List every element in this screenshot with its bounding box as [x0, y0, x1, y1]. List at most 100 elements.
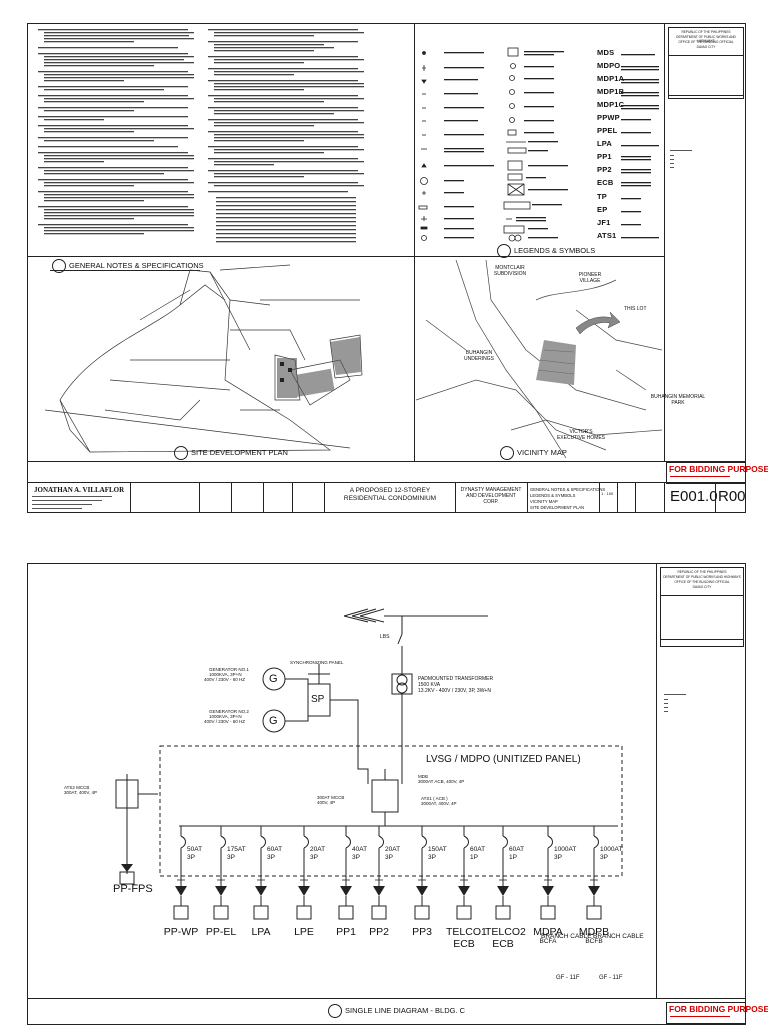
mdb-label-1: MDB [418, 774, 428, 779]
load-label: PP-EL [205, 926, 237, 938]
feeder-arrow-pp-el [215, 886, 227, 896]
feeder-arrow-lpa [255, 886, 267, 896]
block-number-circle [174, 446, 188, 460]
panel-title: LVSG / MDPO (UNITIZED PANEL) [426, 754, 581, 765]
breaker-rating: 60AT [267, 846, 283, 853]
breaker-poles: 3P [385, 854, 393, 861]
mdb-label-2: 3000AT ACB, 400V, 4P [418, 779, 465, 784]
legend-code-ats1: ATS1 [597, 231, 617, 240]
load-panel-box-pp-el [213, 905, 229, 920]
feeder-arrow-pp3 [416, 886, 428, 896]
legend-code-mdp1a: MDP1A [597, 74, 625, 83]
breaker-poles: 3P [352, 854, 360, 861]
load-panel-box-lpa [253, 905, 269, 920]
map-label-this-lot: THIS LOT [624, 306, 647, 312]
feeder-arrow-lpe [298, 886, 310, 896]
revision-notes [664, 694, 714, 724]
map-label-pioneer: PIONEER VILLAGE [578, 272, 602, 284]
site-plan-title: SITE DEVELOPMENT PLAN [174, 446, 288, 460]
ats1-label-1: ATS1 ( ACB ) [421, 796, 448, 801]
breaker-rating: 60AT [470, 846, 486, 853]
mccb-label-1: 300AT MCCB [317, 795, 345, 800]
feeder-arrow-mdpb [588, 886, 600, 896]
legend-code-mds: MDS [597, 48, 615, 57]
sheet-contents-3: VICINITY MAP [530, 499, 558, 504]
breaker-rating: 20AT [310, 846, 326, 853]
breaker-poles: 3P [187, 854, 195, 861]
load-sublabel: BCFA [539, 938, 557, 945]
legend-code-pp1: PP1 [597, 152, 612, 161]
legend-code-ppwp: PPWP [597, 113, 620, 122]
legend-code-mdp1c: MDP1C [597, 100, 625, 109]
load-label: MDPA [533, 926, 563, 938]
gen2-label-3: 400V / 230V - 60 HZ [204, 719, 246, 724]
block-number-circle [52, 259, 66, 273]
legend-code-jf1: JF1 [597, 218, 611, 227]
breaker-rating: 175AT [227, 846, 246, 853]
legend-code-pp2: PP2 [597, 165, 612, 174]
legends-symbols-panel [416, 24, 663, 256]
breaker-poles: 3P [310, 854, 318, 861]
block-number-circle [497, 244, 511, 258]
map-label-montclair: MONTCLAIR SUBDIVISION [493, 265, 527, 277]
legend-code-ppel: PPEL [597, 126, 618, 135]
breaker-rating: 50AT [187, 846, 203, 853]
engineer-name: JONATHAN A. VILLAFLOR [34, 486, 125, 494]
scale-value: 1 : 100 [601, 491, 614, 496]
bidding-stamp: FOR BIDDING PURPOSES [666, 1002, 768, 1024]
load-label: PP3 [412, 926, 432, 938]
legend-code-ep: EP [597, 205, 608, 214]
approval-stamp: REPUBLIC OF THE PHILIPPINES DEPARTMENT O… [668, 27, 744, 99]
breaker-rating: 60AT [509, 846, 525, 853]
gen1-label-2: 1000KVA, 3P+N [209, 672, 242, 677]
feeder-arrow-pp2 [373, 886, 385, 896]
load-label: LPA [251, 926, 271, 938]
breaker-poles: 3P [267, 854, 275, 861]
approval-stamp: REPUBLIC OF THE PHILIPPINES DEPARTMENT O… [660, 567, 744, 647]
fps-mccb-label-1: ATS2 MCCB [64, 785, 90, 790]
sheet-single-line-diagram: REPUBLIC OF THE PHILIPPINES DEPARTMENT O… [27, 563, 768, 1025]
lbs-label: LBS [380, 634, 390, 640]
legend-code-lpa: LPA [597, 139, 613, 148]
load-panel-box-lpe [296, 905, 312, 920]
load-label: PP-WP [163, 926, 199, 938]
block-number-circle [500, 446, 514, 460]
revision-notes [670, 150, 730, 190]
synch-label: SYNCHRONIZING PANEL [290, 660, 344, 665]
title-block: JONATHAN A. VILLAFLOR A PROPOSED 12-STOR… [28, 482, 746, 513]
gen2-label-2: 1000KVA, 3P+N [209, 714, 242, 719]
diagram-title: SINGLE LINE DIAGRAM - BLDG. C [328, 1004, 465, 1018]
generator-1-symbol: G [269, 673, 278, 685]
breaker-poles: 3P [227, 854, 235, 861]
breaker-poles: 1P [509, 854, 517, 861]
map-label-victors: VICTOR'S EXECUTIVE HOMES [556, 429, 606, 441]
transformer-label-1: PADMOUNTED TRANSFORMER [418, 676, 494, 682]
gen1-label-3: 400V / 230V - 60 HZ [204, 677, 246, 682]
load-label: MDPB [578, 926, 610, 938]
gen2-label-1: GENERATOR NO.2 [209, 709, 249, 714]
branch-cable-label-a: BRANCH CABLE [541, 933, 592, 940]
breaker-poles: 3P [428, 854, 436, 861]
load-panel-box-pp2 [371, 905, 387, 920]
legend-code-tp: TP [597, 192, 607, 201]
mccb-label-2: 400V, 4P [317, 800, 336, 805]
sp-label: SP [311, 694, 325, 705]
breaker-poles: 1P [470, 854, 478, 861]
load-sublabel: ECB [453, 938, 475, 950]
load-panel-box-mdpb [586, 905, 602, 920]
load-label: PP1 [336, 926, 356, 938]
legend-code-mdp1b: MDP1B [597, 87, 625, 96]
breaker-rating: 150AT [428, 846, 447, 853]
general-notes-column-2 [204, 27, 394, 252]
load-label: TELCO2 [485, 926, 526, 938]
pp-fps-label: PP-FPS [113, 883, 153, 895]
gen1-label-1: GENERATOR NO.1 [209, 667, 249, 672]
legends-title: LEGENDS & SYMBOLS [497, 244, 595, 258]
breaker-poles: 3P [554, 854, 562, 861]
fps-mccb-label-2: 300AT, 400V, 4P [64, 790, 98, 795]
legend-code-ecb: ECB [597, 178, 614, 187]
general-notes-title: GENERAL NOTES & SPECIFICATIONS [52, 259, 204, 273]
sheet-contents-1: GENERAL NOTES & SPECIFICATIONS [530, 487, 606, 492]
floors-label-a: GF - 11F [556, 975, 580, 981]
transformer-label-2: 1500 KVA [418, 682, 441, 688]
